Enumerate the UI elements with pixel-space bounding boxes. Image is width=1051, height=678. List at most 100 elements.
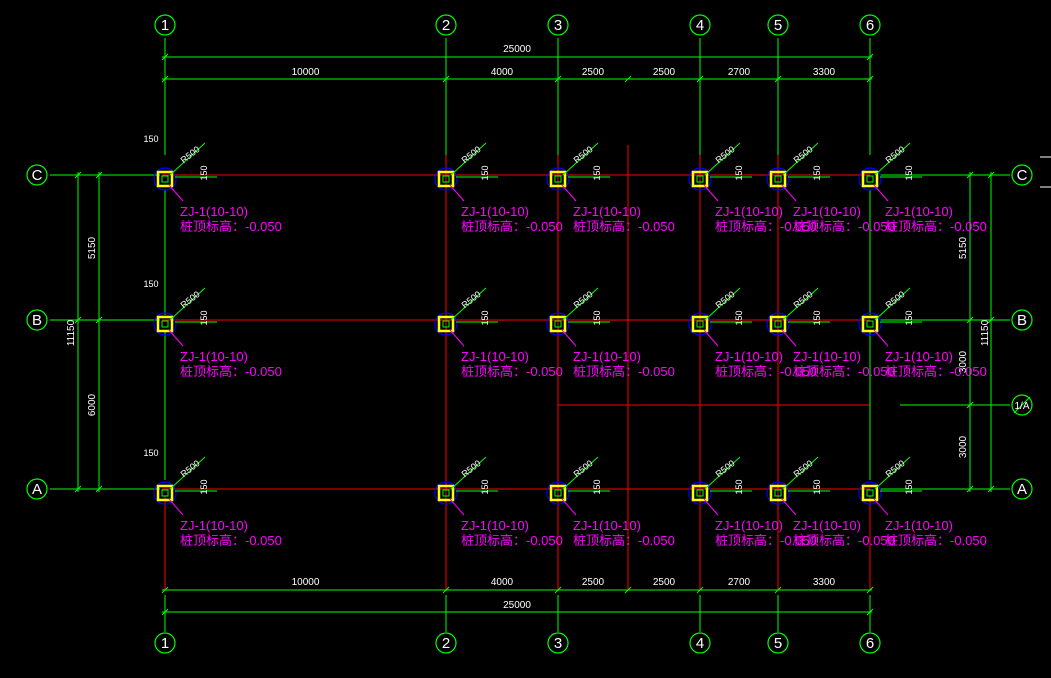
column-square	[691, 484, 709, 502]
dimension-label-span-left: 6000	[87, 393, 98, 416]
dimension-tick	[161, 608, 169, 616]
radius-leader	[874, 287, 911, 321]
foundation-pile-circle	[766, 481, 790, 505]
column-core	[554, 175, 562, 183]
foundation-elevation-label: 桩顶标高：-0.050	[793, 219, 895, 234]
column-square	[437, 315, 455, 333]
detail-axis-slash	[1013, 396, 1031, 414]
offset-label-top: 150	[143, 279, 158, 289]
foundation-elevation-label: 桩顶标高：-0.050	[180, 364, 282, 379]
foundation-code-label: ZJ-1(10-10)	[793, 518, 861, 533]
column-axis-bubble-bottom: 2	[442, 635, 450, 652]
row-axis-bubble-right-circle	[1011, 164, 1033, 186]
label-leader	[449, 498, 465, 516]
column-axis-bubble-bottom-circle	[547, 632, 569, 654]
radius-leader	[562, 456, 599, 490]
column-axis-bubble-top-circle	[689, 14, 711, 36]
dimension-tick	[966, 316, 974, 324]
foundation-elevation-label: 桩顶标高：-0.050	[461, 219, 563, 234]
foundation-pile-circle	[153, 481, 177, 505]
label-leader	[561, 329, 577, 347]
column-axis-bubble-top-circle	[767, 14, 789, 36]
offset-label: 150	[592, 479, 602, 494]
label-leader	[561, 498, 577, 516]
offset-label: 150	[734, 310, 744, 325]
foundation-pile-circle	[434, 481, 458, 505]
column-axis-bubble-top-circle	[435, 14, 457, 36]
label-leader	[703, 498, 719, 516]
column-core	[554, 320, 562, 328]
radius-leader	[562, 142, 599, 176]
foundation-code-label: ZJ-1(10-10)	[885, 518, 953, 533]
dimension-label-span-bottom: 4000	[491, 577, 514, 588]
offset-label-top: 150	[143, 448, 158, 458]
label-leader	[873, 184, 889, 202]
offset-label: 150	[904, 165, 914, 180]
dimension-tick	[161, 53, 169, 61]
offset-label: 150	[812, 479, 822, 494]
offset-label: 150	[734, 479, 744, 494]
column-core	[774, 320, 782, 328]
column-axis-bubble-top-circle	[547, 14, 569, 36]
foundation-elevation-label: 桩顶标高：-0.050	[573, 219, 675, 234]
label-leader	[168, 184, 184, 202]
foundation-code-label: ZJ-1(10-10)	[461, 349, 529, 364]
column-core	[161, 175, 169, 183]
foundation-pile-circle	[766, 312, 790, 336]
radius-leader	[169, 456, 206, 490]
column-axis-bubble-bottom: 1	[161, 635, 169, 652]
dimension-label-span-top: 4000	[491, 67, 514, 78]
foundation-code-label: ZJ-1(10-10)	[793, 204, 861, 219]
dimension-tick	[987, 316, 995, 324]
column-square	[691, 170, 709, 188]
column-axis-bubble-bottom: 5	[774, 635, 782, 652]
foundation-elevation-label: 桩顶标高：-0.050	[715, 364, 817, 379]
column-axis-bubble-top-circle	[154, 14, 176, 36]
column-square	[437, 170, 455, 188]
radius-leader	[704, 287, 741, 321]
column-square	[156, 484, 174, 502]
offset-label: 150	[480, 165, 490, 180]
foundation-pile-circle	[153, 167, 177, 191]
column-axis-bubble-top: 1	[161, 17, 169, 34]
foundation-code-label: ZJ-1(10-10)	[885, 204, 953, 219]
foundation-elevation-label: 桩顶标高：-0.050	[461, 533, 563, 548]
detail-axis-bubble: 1/A	[1014, 401, 1029, 412]
radius-leader	[562, 287, 599, 321]
foundation-pile-circle	[858, 312, 882, 336]
foundation-elevation-label: 桩顶标高：-0.050	[885, 219, 987, 234]
offset-label: 150	[904, 479, 914, 494]
dimension-label-span-right: 3000	[958, 350, 969, 373]
dimension-tick	[161, 586, 169, 594]
dimension-tick	[696, 586, 704, 594]
offset-label: 150	[199, 165, 209, 180]
column-axis-bubble-top: 3	[554, 17, 562, 34]
radius-leader	[450, 456, 487, 490]
column-core	[161, 320, 169, 328]
column-core	[696, 175, 704, 183]
radius-leader	[874, 142, 911, 176]
foundation-pile-circle	[153, 312, 177, 336]
radius-leader	[782, 456, 819, 490]
column-square	[691, 315, 709, 333]
column-core	[442, 320, 450, 328]
dimension-label-span-bottom: 2500	[653, 577, 676, 588]
dimension-tick	[161, 75, 169, 83]
label-leader	[703, 329, 719, 347]
dimension-label-span-top: 10000	[292, 67, 320, 78]
dimension-label-overall-right: 11150	[980, 319, 991, 346]
radius-leader	[169, 142, 206, 176]
label-leader	[873, 329, 889, 347]
column-axis-bubble-top: 2	[442, 17, 450, 34]
foundation-code-label: ZJ-1(10-10)	[573, 518, 641, 533]
foundation-code-label: ZJ-1(10-10)	[793, 349, 861, 364]
dimension-label-span-bottom: 10000	[292, 577, 320, 588]
label-leader	[561, 184, 577, 202]
foundation-pile-circle	[546, 481, 570, 505]
row-axis-bubble-right-circle	[1011, 478, 1033, 500]
dimension-tick	[696, 75, 704, 83]
foundation-code-label: ZJ-1(10-10)	[573, 204, 641, 219]
column-core	[866, 489, 874, 497]
